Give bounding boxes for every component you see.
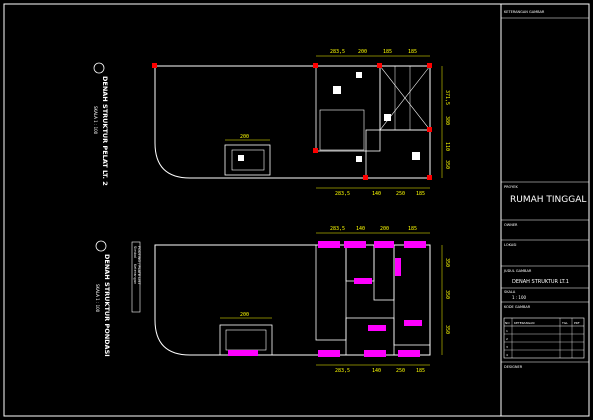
plan-top-dim-b1: 140: [372, 191, 381, 197]
plan-top-title: DENAH STRUKTUR PELAT LT. 2: [101, 76, 109, 186]
drawing-border: [3, 3, 590, 417]
tb-scale-value: 1 : 100: [512, 295, 527, 300]
plan-bottom-scale: SKALA 1 : 100: [95, 284, 100, 313]
tb-th-ket: KETERANGAN: [514, 321, 534, 325]
tb-th-tgl: TGL: [561, 321, 568, 325]
plan-top-dim-r1: 380: [444, 116, 450, 125]
plan-bottom-dim-t0: 283,5: [330, 226, 345, 232]
plan-bottom-dim-b1: 140: [372, 368, 381, 374]
plan-bottom-dim-r1: 350: [444, 290, 450, 299]
tb-th-prf: PRF: [574, 321, 580, 325]
tb-th-no: NO: [505, 321, 510, 325]
plan-top-dim-b0: 283,5: [335, 191, 350, 197]
tb-row-2: 2: [506, 337, 508, 341]
tb-drawing-label: JUDUL GAMBAR: [503, 269, 532, 273]
tb-owner-label: OWNER: [504, 223, 518, 227]
plan-bottom-dim-b0: 283,5: [335, 368, 350, 374]
plan-bottom-wall-1: [315, 244, 347, 341]
tb-scale-label: SKALA: [504, 290, 516, 294]
plan-top-room-3: [365, 129, 431, 179]
plan-bottom-legend-col2: Keterangan: [133, 264, 137, 284]
tb-header: KETERANGAN GAMBAR: [504, 10, 545, 14]
plan-top-dim-small: 200: [240, 134, 249, 140]
plan-bottom-dim-r0: 350: [444, 258, 450, 267]
plan-top-north-icon: [93, 62, 105, 74]
plan-top-dim-b3: 185: [416, 191, 425, 197]
tb-location-label: LOKASI: [504, 243, 516, 247]
plan-top-symbols: [238, 72, 420, 162]
plan-top: 283,5 200 185 185 283,5 140 250 185 371,…: [93, 49, 450, 197]
tb-sheet-label: KODE GAMBAR: [504, 305, 531, 309]
plan-bottom-wall-2: [345, 244, 375, 282]
tb-project-name: RUMAH TINGGAL: [510, 195, 586, 205]
tb-drawing-title: DENAH STRUKTUR LT.1: [512, 279, 569, 285]
tb-row-1: 1: [506, 329, 508, 333]
plan-bottom-title: DENAH STRUKTUR PONDASI: [103, 254, 111, 357]
plan-bottom-dim-b3: 185: [416, 368, 425, 374]
plan-bottom-wall-5: [345, 317, 395, 356]
plan-bottom-dim-r2: 350: [444, 325, 450, 334]
plan-top-dim-t0: 283,5: [330, 49, 345, 55]
tb-row-3: 3: [506, 345, 508, 349]
plan-bottom-dim-t1: 140: [356, 226, 365, 232]
plan-bottom-footings: [228, 241, 426, 357]
plan-top-scale: SKALA 1 : 100: [93, 106, 98, 135]
plan-bottom-legend-title: Simbol: [133, 246, 137, 258]
plan-top-dim-r0: 371,5: [444, 90, 450, 105]
plan-bottom-dim-t3: 185: [408, 226, 417, 232]
plan-top-slab: [231, 149, 265, 171]
plan-bottom: 283,5 140 200 185 283,5 140 250 185 350 …: [95, 226, 450, 374]
plan-bottom-north-icon: [95, 240, 107, 252]
plan-bottom-legend-row: FOOTING / PLATE LIST: [137, 246, 141, 285]
plan-top-outline: [154, 65, 431, 179]
plan-top-void: [319, 109, 365, 151]
plan-top-small-room: [224, 144, 271, 176]
plan-top-room-1: [315, 65, 381, 152]
tb-revision-table: [503, 317, 585, 359]
plan-bottom-wall-3: [373, 244, 395, 301]
tb-row-4: 4: [506, 353, 508, 357]
plan-bottom-dim-small: 200: [240, 312, 249, 318]
plan-bottom-dim-t2: 200: [380, 226, 389, 232]
plan-top-dim-t1: 200: [358, 49, 367, 55]
plan-top-dim-b2: 250: [396, 191, 405, 197]
title-block: KETERANGAN GAMBAR PROYEK RUMAH TINGGAL O…: [501, 10, 589, 369]
plan-top-dim-r2: 110: [444, 142, 450, 151]
tb-project-label: PROYEK: [504, 185, 518, 189]
plan-bottom-footing-block: [225, 329, 267, 351]
plan-top-dim-r3: 350: [444, 160, 450, 169]
tb-footer-label: DESIGNER: [504, 365, 523, 369]
plan-bottom-dim-b2: 250: [396, 368, 405, 374]
plan-bottom-legend-box: [131, 241, 141, 313]
plan-top-columns: [152, 63, 432, 180]
plan-top-dim-t2: 185: [383, 49, 392, 55]
plan-top-dim-t3: 185: [408, 49, 417, 55]
